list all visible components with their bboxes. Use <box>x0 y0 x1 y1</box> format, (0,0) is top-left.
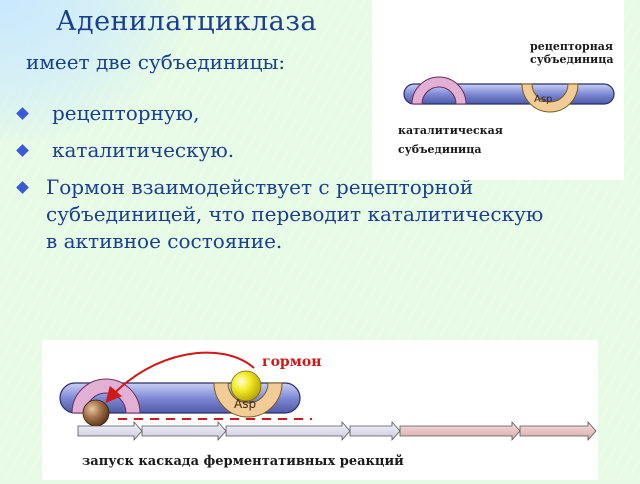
diamond-bullet-icon <box>16 144 29 157</box>
cascade-arrow <box>77 420 143 442</box>
cascade-arrow <box>399 420 521 442</box>
diamond-bullet-icon <box>16 181 29 194</box>
hormone-cascade-svg: Asp <box>59 351 597 442</box>
adenylate-cyclase-diagram: Asp рецепторная субъединица каталитическ… <box>372 0 624 180</box>
slide-subtitle: имеет две субъединицы: <box>26 50 286 74</box>
bullet-text: Гормон взаимодействует с рецепторной суб… <box>46 175 544 253</box>
activated-catalytic-ball <box>82 399 110 427</box>
catalytic-label-line: субъединица <box>398 143 482 156</box>
receptor-subunit-shape <box>213 382 283 418</box>
hormone-ball <box>230 370 262 402</box>
receptor-subunit-shape <box>521 83 579 113</box>
catalytic-subunit-shape <box>71 378 141 414</box>
adenylate-cyclase-svg: Asp <box>403 76 615 113</box>
hormone-label: гормон <box>262 354 322 370</box>
bullet-item-hormone: Гормон взаимодействует с рецепторной суб… <box>16 174 558 255</box>
asp-label: Asp <box>534 94 552 105</box>
catalytic-label-line: каталитическая <box>398 124 503 137</box>
cascade-arrow <box>225 420 351 442</box>
catalytic-subunit-shape <box>411 76 467 105</box>
cascade-caption: запуск каскада ферментативных реакций <box>82 454 404 469</box>
bullet-item-receptor: рецепторную, <box>16 100 558 127</box>
slide-title: Аденилатциклаза <box>56 6 318 37</box>
bullet-item-catalytic: каталитическую. <box>16 137 558 164</box>
diamond-bullet-icon <box>16 107 29 120</box>
bullet-text: каталитическую. <box>52 138 235 162</box>
cascade-arrow <box>349 420 401 442</box>
receptor-label-line: субъединица <box>530 53 614 66</box>
hormone-arrow <box>105 351 255 404</box>
bullet-text: рецепторную, <box>52 101 200 125</box>
catalytic-subunit-label: каталитическая субъединица <box>398 124 503 156</box>
hormone-cascade-diagram: Asp гормон запуск каскада ферментативных… <box>42 340 598 480</box>
cascade-arrow <box>519 420 597 442</box>
receptor-label-line: рецепторная <box>530 40 614 53</box>
receptor-subunit-label: рецепторная субъединица <box>530 40 613 66</box>
bullet-list: рецепторную, каталитическую. Гормон взаи… <box>16 100 558 265</box>
cascade-arrow <box>141 420 227 442</box>
background-corner-glow <box>0 0 180 140</box>
